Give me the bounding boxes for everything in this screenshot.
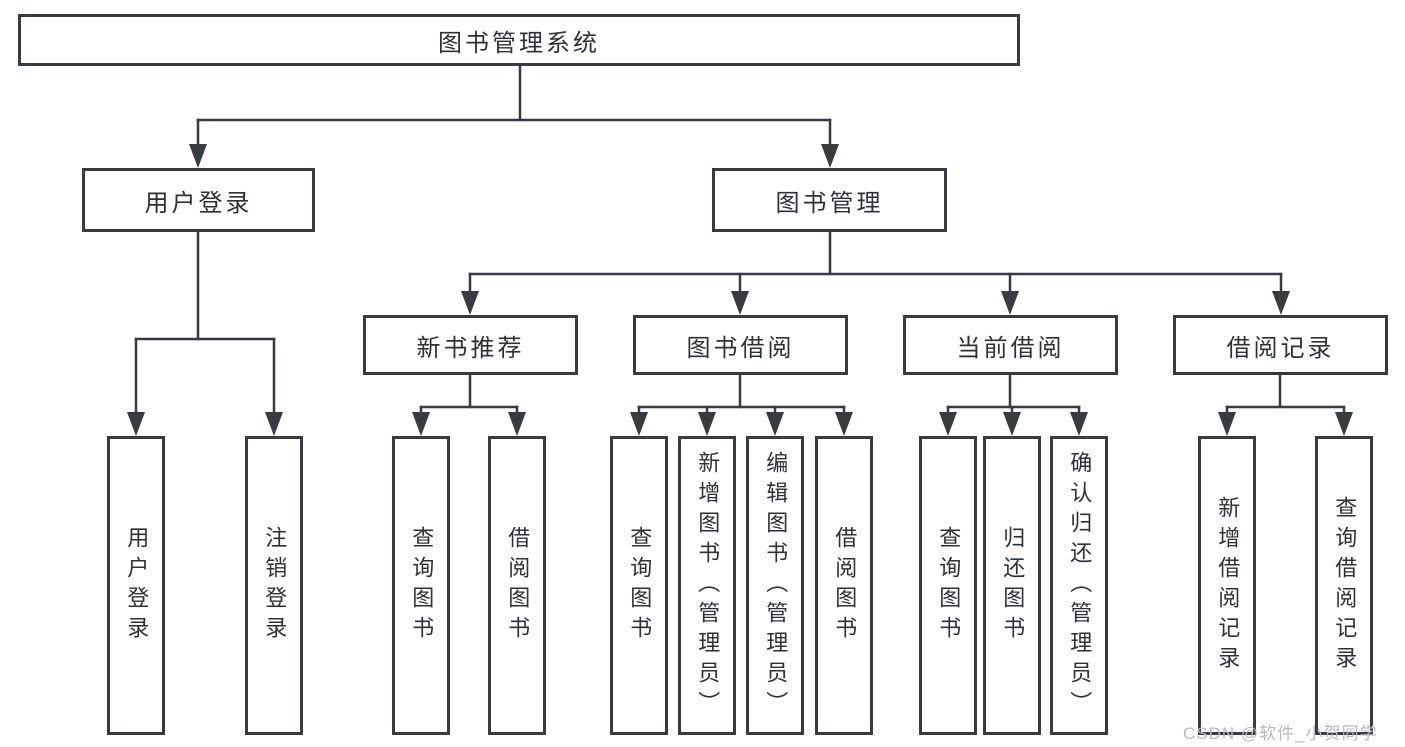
node-new-book-recommend-label: 新书推荐 xyxy=(416,334,525,362)
arrowhead-icon xyxy=(1218,412,1236,436)
csdn-watermark: CSDN @软件_小贺同学 xyxy=(1183,724,1378,743)
arrowhead-icon xyxy=(1335,412,1353,436)
leaf-edit-book-admin-label: 编辑图书（管理员） xyxy=(763,450,789,721)
leaf-add-borrow-record-label: 新增借阅记录 xyxy=(1215,495,1241,676)
node-book-borrow: 图书借阅 xyxy=(633,315,848,375)
leaf-logout-label: 注销登录 xyxy=(262,525,288,646)
arrowhead-icon xyxy=(731,291,749,315)
arrowhead-icon xyxy=(835,412,853,436)
leaf-confirm-return-admin: 确认归还（管理员） xyxy=(1050,436,1108,735)
node-new-book-recommend: 新书推荐 xyxy=(363,315,578,375)
leaf-return-book-label: 归还图书 xyxy=(1000,525,1026,646)
node-book-management-label: 图书管理 xyxy=(775,189,884,217)
leaf-user-login: 用户登录 xyxy=(107,436,165,735)
leaf-current-query-book-label: 查询图书 xyxy=(936,525,962,646)
leaf-edit-book-admin: 编辑图书（管理员） xyxy=(746,436,804,735)
leaf-return-book: 归还图书 xyxy=(983,436,1041,735)
arrowhead-icon xyxy=(461,291,479,315)
node-current-borrow-label: 当前借阅 xyxy=(956,334,1065,362)
leaf-logout: 注销登录 xyxy=(245,436,303,735)
node-user-login-label: 用户登录 xyxy=(144,189,253,217)
leaf-borrow-query-book: 查询图书 xyxy=(610,436,668,735)
leaf-recommend-query-book-label: 查询图书 xyxy=(409,525,435,646)
node-book-borrow-label: 图书借阅 xyxy=(686,334,795,362)
leaf-query-borrow-record-label: 查询借阅记录 xyxy=(1332,495,1358,676)
leaf-confirm-return-admin-label: 确认归还（管理员） xyxy=(1067,450,1093,721)
leaf-borrow-borrow-book: 借阅图书 xyxy=(815,436,873,735)
leaf-add-book-admin-label: 新增图书（管理员） xyxy=(695,450,721,721)
leaf-recommend-borrow-book: 借阅图书 xyxy=(488,436,546,735)
leaf-borrow-query-book-label: 查询图书 xyxy=(627,525,653,646)
arrowhead-icon xyxy=(508,412,526,436)
leaf-recommend-query-book: 查询图书 xyxy=(392,436,450,735)
leaf-add-book-admin: 新增图书（管理员） xyxy=(678,436,736,735)
arrowhead-icon xyxy=(1272,291,1290,315)
leaf-current-query-book: 查询图书 xyxy=(919,436,977,735)
arrowhead-icon xyxy=(189,144,207,168)
node-root-label: 图书管理系统 xyxy=(438,29,600,57)
node-borrow-record: 借阅记录 xyxy=(1173,315,1388,375)
leaf-user-login-label: 用户登录 xyxy=(124,525,150,646)
arrowhead-icon xyxy=(939,412,957,436)
node-current-borrow: 当前借阅 xyxy=(903,315,1118,375)
node-book-management: 图书管理 xyxy=(712,168,947,232)
arrowhead-icon xyxy=(1070,412,1088,436)
arrowhead-icon xyxy=(698,412,716,436)
leaf-borrow-borrow-book-label: 借阅图书 xyxy=(832,525,858,646)
arrowhead-icon xyxy=(127,412,145,436)
arrowhead-icon xyxy=(630,412,648,436)
arrowhead-icon xyxy=(766,412,784,436)
node-user-login: 用户登录 xyxy=(82,168,315,232)
arrowhead-icon xyxy=(412,412,430,436)
leaf-add-borrow-record: 新增借阅记录 xyxy=(1198,436,1256,735)
arrowhead-icon xyxy=(1001,291,1019,315)
arrowhead-icon xyxy=(265,412,283,436)
leaf-recommend-borrow-book-label: 借阅图书 xyxy=(505,525,531,646)
node-borrow-record-label: 借阅记录 xyxy=(1226,334,1335,362)
node-root: 图书管理系统 xyxy=(18,14,1020,66)
arrowheads xyxy=(127,144,1353,436)
leaf-query-borrow-record: 查询借阅记录 xyxy=(1315,436,1373,735)
arrowhead-icon xyxy=(821,144,839,168)
arrowhead-icon xyxy=(1003,412,1021,436)
